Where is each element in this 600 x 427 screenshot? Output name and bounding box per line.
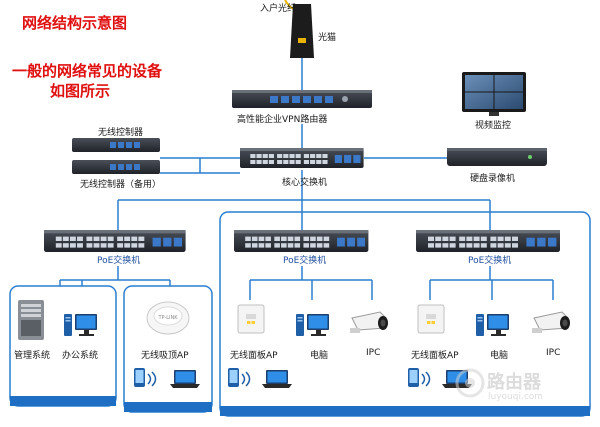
poe-switch-2-label: PoE交换机 [283, 256, 327, 266]
mgmt-system-label: 管理系统 [14, 351, 51, 361]
wireless-controller-backup-label: 无线控制器（备用） [80, 180, 162, 190]
panel-ap-1-label: 无线面板AP [230, 351, 278, 361]
ipc-1-label: IPC [366, 348, 381, 358]
diagram-title: 网络结构示意图 [22, 14, 128, 32]
fiber-label: 入户光纤 [260, 4, 297, 14]
panel-ap-2-label: 无线面板AP [411, 351, 459, 361]
video-monitor-label: 视频监控 [475, 121, 512, 131]
router-device [232, 90, 372, 108]
poe-switch-1-device [44, 230, 186, 252]
core-switch-device [240, 148, 364, 168]
wireless-controller-label: 无线控制器 [98, 128, 144, 138]
ceiling-ap-icon: TP-LINK [146, 301, 190, 335]
wireless-controller-device [72, 138, 160, 152]
office-system-label: 办公系统 [62, 351, 99, 361]
laptop-icon [262, 370, 292, 388]
watermark-url: luyouqi.com [488, 392, 544, 402]
modem-label: 光猫 [318, 33, 337, 43]
phone-icon [228, 368, 239, 387]
svg-text:TP-LINK: TP-LINK [157, 315, 178, 321]
diagram-subtitle-line2: 如图所示 [50, 82, 111, 100]
modem-device [290, 4, 314, 58]
phone-icon [134, 368, 145, 387]
diagram-subtitle-line1: 一般的网络常见的设备 [12, 62, 163, 80]
poe-switch-1-label: PoE交换机 [97, 256, 141, 266]
panel-ap-2-icon [417, 304, 445, 334]
nvr-device [447, 148, 547, 166]
server-icon [18, 300, 44, 340]
router-label: 高性能企业VPN路由器 [237, 115, 328, 125]
wireless-controller-backup-device [72, 160, 160, 174]
poe-switch-3-label: PoE交换机 [468, 256, 512, 266]
panel-ap-1-icon [237, 304, 265, 334]
ipc-2-label: IPC [546, 348, 561, 358]
nvr-label: 硬盘录像机 [470, 174, 516, 184]
pc-1-label: 电脑 [310, 351, 329, 361]
video-monitor-device [462, 72, 526, 116]
phone-icon [408, 368, 419, 387]
ceiling-ap-label: 无线吸顶AP [141, 351, 189, 361]
watermark-logo-icon [455, 368, 485, 398]
group-box-right [219, 211, 591, 417]
laptop-icon [170, 370, 200, 388]
pc-2-label: 电脑 [490, 351, 509, 361]
core-switch-label: 核心交换机 [282, 178, 328, 188]
watermark-name: 路由器 [487, 372, 541, 393]
